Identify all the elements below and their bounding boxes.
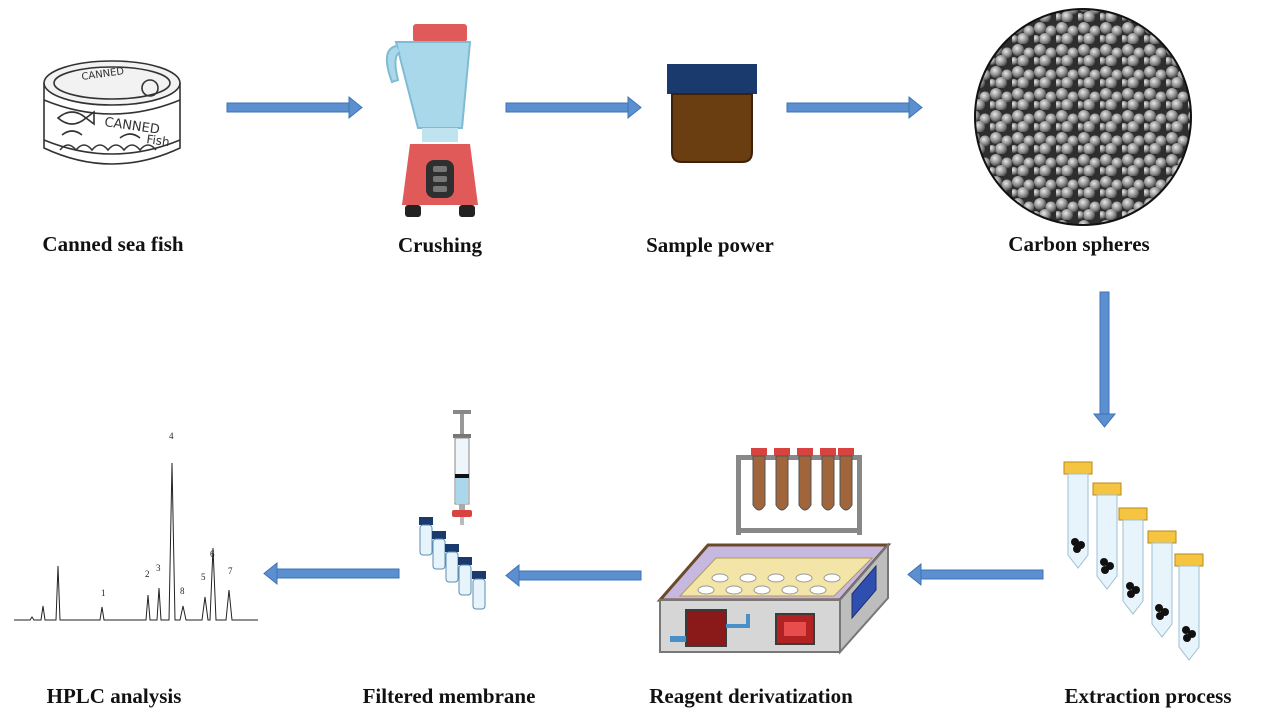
syringe-filter-icon	[452, 410, 472, 525]
arrow-extraction-to-reagent	[907, 562, 1044, 587]
chromatogram-icon: 1 2 3 4 5 6 7 8	[14, 431, 258, 621]
label-hplc-analysis: HPLC analysis	[46, 684, 182, 708]
peak-label-7: 7	[228, 566, 233, 576]
carbon-spheres-icon	[974, 8, 1192, 226]
jar-icon	[667, 64, 757, 163]
label-carbon-spheres: Carbon spheres	[1008, 232, 1150, 256]
label-sample-power: Sample power	[646, 233, 774, 257]
peak-label-1: 1	[101, 588, 106, 598]
label-reagent-derivatization: Reagent derivatization	[649, 684, 853, 708]
centrifuge-tubes-icon	[1063, 461, 1204, 661]
arrow-carbon-to-extraction	[1092, 291, 1117, 428]
peak-label-2: 2	[145, 569, 150, 579]
arrow-reagent-to-filtered	[505, 563, 642, 588]
label-crushing: Crushing	[397, 233, 483, 257]
fish-can-icon: CANNED CANNED Fish	[43, 60, 181, 165]
sample-vials	[419, 517, 486, 610]
water-bath-icon	[656, 448, 892, 655]
peak-label-5: 5	[201, 572, 206, 582]
blender-icon	[385, 24, 478, 217]
label-filtered-membrane: Filtered membrane	[362, 684, 536, 708]
peak-label-6: 6	[210, 549, 215, 559]
peak-label-4: 4	[169, 431, 174, 441]
peak-label-8: 8	[180, 586, 185, 596]
peak-label-3: 3	[156, 563, 161, 573]
arrow-sample-to-carbon	[786, 95, 923, 120]
arrow-filtered-to-hplc	[263, 561, 400, 586]
arrow-crushing-to-sample	[505, 95, 642, 120]
rack-tubes	[751, 448, 854, 511]
arrow-can-to-crushing	[226, 95, 363, 120]
label-extraction-process: Extraction process	[1064, 684, 1232, 708]
can-side-text-2: Fish	[146, 132, 171, 149]
label-canned-sea-fish: Canned sea fish	[42, 232, 184, 256]
